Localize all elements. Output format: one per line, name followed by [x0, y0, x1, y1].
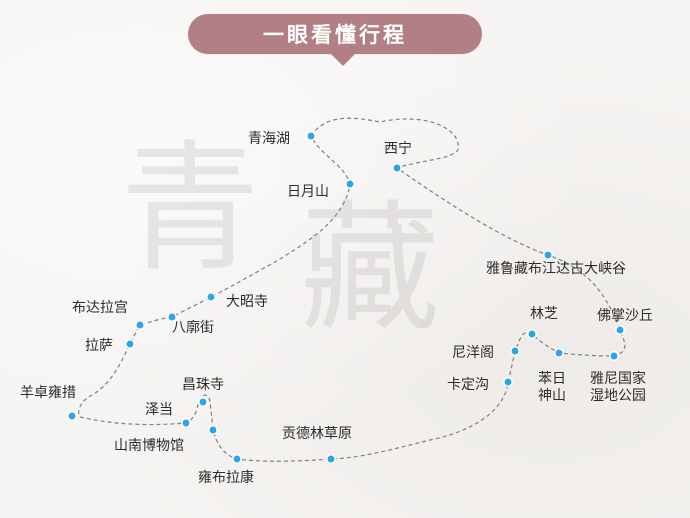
place-label: 泽当 — [145, 402, 173, 418]
location-marker — [181, 418, 191, 428]
watermark-qing: 青 — [120, 128, 261, 291]
location-marker — [208, 425, 218, 435]
watermark-zang: 藏 — [300, 188, 441, 351]
place-label: 山南博物馆 — [114, 438, 184, 454]
location-marker — [67, 411, 77, 421]
place-label: 昌珠寺 — [182, 377, 224, 393]
place-label: 贡德林草原 — [282, 426, 352, 442]
place-label: 佛掌沙丘 — [597, 308, 653, 324]
place-label: 羊卓雍措 — [20, 385, 76, 401]
location-marker — [609, 351, 619, 361]
place-label: 拉萨 — [85, 338, 113, 354]
place-label: 林芝 — [530, 306, 558, 322]
location-marker — [306, 131, 316, 141]
banner-pointer — [329, 52, 357, 66]
location-marker — [125, 339, 135, 349]
location-marker — [615, 325, 625, 335]
place-label: 雅尼国家湿地公园 — [590, 371, 646, 405]
place-label: 八廓街 — [172, 320, 214, 336]
place-label: 青海湖 — [248, 131, 290, 147]
place-label: 卡定沟 — [447, 377, 489, 393]
route-line — [78, 117, 626, 462]
place-label: 大昭寺 — [226, 294, 268, 310]
place-label-line: 神山 — [538, 387, 566, 404]
place-label: 尼洋阁 — [452, 345, 494, 361]
title-banner: 一眼看懂行程 — [188, 14, 482, 54]
location-marker — [543, 250, 553, 260]
location-marker — [345, 179, 355, 189]
place-label-line: 湿地公园 — [590, 387, 646, 404]
place-label: 布达拉宫 — [72, 300, 128, 316]
location-marker — [167, 312, 177, 322]
place-label-line: 苯日 — [538, 371, 566, 387]
page-title: 一眼看懂行程 — [263, 23, 407, 47]
location-marker — [198, 397, 208, 407]
place-label: 日月山 — [287, 184, 329, 200]
location-marker — [206, 292, 216, 302]
location-marker — [135, 320, 145, 330]
location-marker — [554, 348, 564, 358]
place-label: 苯日神山 — [538, 371, 566, 405]
location-marker — [326, 454, 336, 464]
location-marker — [392, 163, 402, 173]
place-label: 雍布拉康 — [198, 470, 254, 486]
location-marker — [510, 346, 520, 356]
location-marker — [232, 454, 242, 464]
place-label: 雅鲁藏布江达古大峡谷 — [486, 261, 626, 277]
location-marker — [503, 377, 513, 387]
place-label-line: 雅尼国家 — [590, 371, 646, 387]
place-label: 西宁 — [384, 141, 412, 157]
location-marker — [527, 329, 537, 339]
